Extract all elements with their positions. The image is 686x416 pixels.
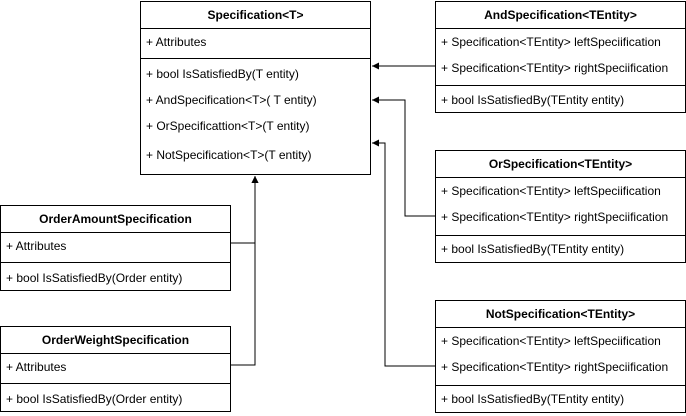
methods-compartment: + bool IsSatisfiedBy(Order entity) xyxy=(1,383,230,411)
attribute-row: + Specification<TEntity> rightSpeciifica… xyxy=(441,360,669,374)
methods-compartment: + bool IsSatisfiedBy(TEntity entity) xyxy=(436,235,685,262)
method-row: + OrSpecificattion<T>(T entity) xyxy=(146,119,310,133)
attributes-compartment: + Attributes xyxy=(1,233,230,262)
method-row: + AndSpecification<T>( T entity) xyxy=(146,93,317,107)
class-title: Specification<T> xyxy=(141,2,370,29)
class-title: AndSpecification<TEntity> xyxy=(436,2,685,29)
class-or-specification: OrSpecification<TEntity> + Specification… xyxy=(435,150,686,263)
class-title: OrSpecification<TEntity> xyxy=(436,151,685,178)
attribute-row: + Specification<TEntity> leftSpeciificat… xyxy=(441,35,661,49)
class-order-weight-specification: OrderWeightSpecification + Attributes + … xyxy=(0,326,231,412)
class-and-specification: AndSpecification<TEntity> + Specificatio… xyxy=(435,1,686,113)
class-order-amount-specification: OrderAmountSpecification + Attributes + … xyxy=(0,205,231,291)
method-row: + bool IsSatisfiedBy(TEntity entity) xyxy=(441,392,625,406)
attributes-compartment: + Attributes xyxy=(141,29,370,58)
attribute-row: + Attributes xyxy=(6,239,67,253)
attribute-row: + Specification<TEntity> rightSpeciifica… xyxy=(441,210,669,224)
class-not-specification: NotSpecification<TEntity> + Specificatio… xyxy=(435,300,686,413)
class-title: OrderAmountSpecification xyxy=(1,206,230,233)
class-title: NotSpecification<TEntity> xyxy=(436,301,685,328)
attribute-row: + Specification<TEntity> rightSpeciifica… xyxy=(441,61,669,75)
attributes-compartment: + Specification<TEntity> leftSpeciificat… xyxy=(436,178,685,235)
attributes-compartment: + Specification<TEntity> leftSpeciificat… xyxy=(436,29,685,85)
attributes-compartment: + Specification<TEntity> leftSpeciificat… xyxy=(436,328,685,385)
attributes-compartment: + Attributes xyxy=(1,354,230,383)
class-specification: Specification<T> + Attributes + bool IsS… xyxy=(140,1,371,175)
class-title: OrderWeightSpecification xyxy=(1,327,230,354)
method-row: + bool IsSatisfiedBy(TEntity entity) xyxy=(441,242,625,256)
method-row: + bool IsSatisfiedBy(TEntity entity) xyxy=(441,93,625,107)
methods-compartment: + bool IsSatisfiedBy(Order entity) xyxy=(1,262,230,290)
not-to-specification-arrow xyxy=(372,139,435,367)
method-row: + NotSpecification<T>(T entity) xyxy=(146,148,312,162)
attribute-row: + Specification<TEntity> leftSpeciificat… xyxy=(441,334,661,348)
attribute-row: + Specification<TEntity> leftSpeciificat… xyxy=(441,184,661,198)
method-row: + bool IsSatisfiedBy(Order entity) xyxy=(6,392,183,406)
attribute-row: + Attributes xyxy=(146,35,207,49)
methods-compartment: + bool IsSatisfiedBy(TEntity entity) xyxy=(436,385,685,412)
methods-compartment: + bool IsSatisfiedBy(T entity) + AndSpec… xyxy=(141,58,370,174)
order-weight-to-specification-arrow xyxy=(231,176,259,366)
attribute-row: + Attributes xyxy=(6,360,67,374)
or-to-specification-arrow xyxy=(372,96,435,217)
methods-compartment: + bool IsSatisfiedBy(TEntity entity) xyxy=(436,85,685,112)
method-row: + bool IsSatisfiedBy(T entity) xyxy=(146,67,299,81)
order-amount-to-specification-arrow xyxy=(231,176,259,244)
method-row: + bool IsSatisfiedBy(Order entity) xyxy=(6,271,183,285)
